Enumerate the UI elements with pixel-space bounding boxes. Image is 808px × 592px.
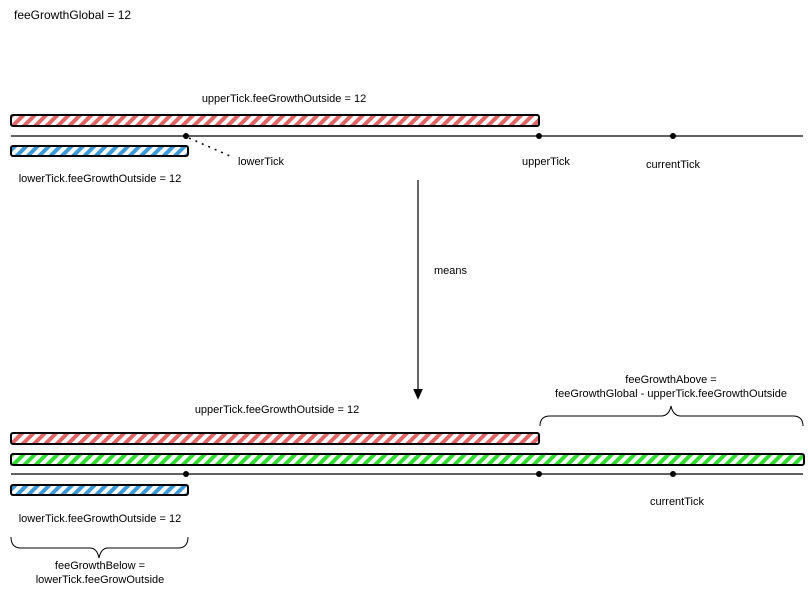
fee-growth-above-label-line2: feeGrowthGlobal - upperTick.feeGrowthOut… <box>555 388 787 400</box>
top-lower-tick-leader <box>188 137 231 157</box>
top-current-tick-label: currentTick <box>646 159 700 171</box>
top-lower-outside-label: lowerTick.feeGrowthOutside = 12 <box>19 173 182 185</box>
bottom-current-tick-label: currentTick <box>650 496 704 508</box>
fee-growth-above-brace <box>539 405 804 427</box>
top-lower-tick-label: lowerTick <box>238 156 285 168</box>
top-upper-tick-dot <box>536 133 542 139</box>
bottom-lower-tick-dot <box>183 471 189 477</box>
fee-growth-global-bar <box>10 453 805 466</box>
bottom-lower-outside-label: lowerTick.feeGrowthOutside = 12 <box>19 513 182 525</box>
top-current-tick-dot <box>670 133 676 139</box>
bottom-current-tick-dot <box>670 471 676 477</box>
top-upper-tick-label: upperTick <box>522 156 570 168</box>
bottom-upper-outside-bar <box>10 432 540 445</box>
fee-growth-global-label: feeGrowthGlobal = 12 <box>14 8 131 22</box>
bottom-blue-bar <box>10 484 189 496</box>
fee-growth-above-label-line1: feeGrowthAbove = <box>625 374 716 386</box>
means-label: means <box>434 265 468 277</box>
fee-growth-below-label-line1: feeGrowthBelow = <box>55 560 145 572</box>
bottom-upper-outside-label: upperTick.feeGrowthOutside = 12 <box>195 404 359 416</box>
top-upper-outside-bar <box>10 114 540 127</box>
bottom-upper-tick-dot <box>536 471 542 477</box>
fee-growth-below-label-line2: lowerTick.feeGrowOutside <box>36 574 165 586</box>
top-lower-tick-dot <box>183 133 189 139</box>
top-lower-outside-bar <box>10 145 189 157</box>
top-upper-outside-label: upperTick.feeGrowthOutside = 12 <box>202 93 366 105</box>
fee-growth-below-brace <box>10 536 189 559</box>
